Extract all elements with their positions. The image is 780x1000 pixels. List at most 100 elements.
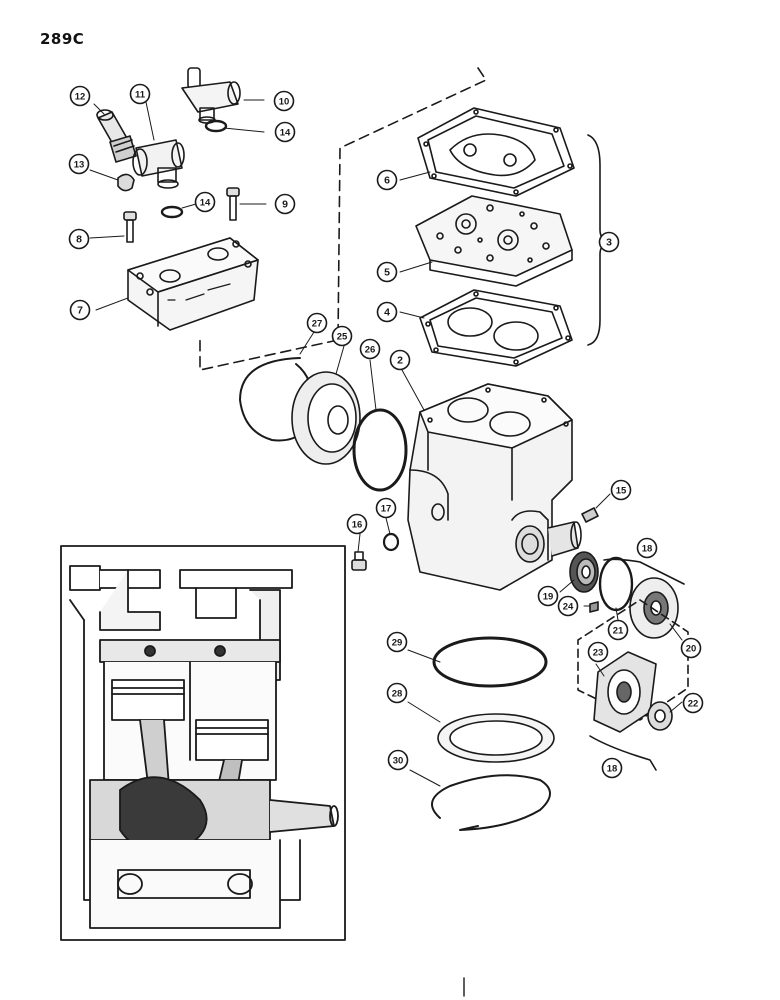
callout-circle	[610, 479, 632, 501]
callout-label: 19	[543, 592, 554, 603]
part-30-snap-ring	[431, 774, 551, 831]
callout-label: 26	[365, 345, 376, 356]
callout-circle	[376, 301, 398, 323]
callout-14: 14	[274, 121, 296, 143]
callout-circle	[680, 637, 702, 659]
callout-circle	[387, 749, 409, 771]
part-11-tee-fitting	[132, 139, 185, 189]
callout-circle	[68, 153, 90, 175]
callout-circle	[376, 261, 398, 283]
callout-circle	[129, 83, 151, 105]
callout-circle	[331, 325, 353, 347]
callout-circle	[346, 513, 368, 535]
callout-circle	[537, 585, 559, 607]
callout-18: 18	[636, 537, 658, 559]
part-9-bolt	[226, 187, 240, 221]
callout-circle	[306, 312, 328, 334]
callout-label: 20	[686, 644, 697, 655]
callout-circle	[194, 191, 216, 213]
dashed-group-outline	[199, 67, 487, 371]
callout-label: 6	[384, 175, 390, 187]
callout-23: 23	[587, 641, 609, 663]
callout-label: 10	[279, 97, 290, 108]
callout-circle	[557, 595, 579, 617]
callout-circle	[376, 169, 398, 191]
callout-4: 4	[376, 301, 398, 323]
callout-7: 7	[69, 299, 91, 321]
dashed-group-seal	[577, 599, 689, 721]
part-2-crankcase	[407, 383, 582, 591]
callout-10: 10	[273, 90, 295, 112]
callout-27: 27	[306, 312, 328, 334]
callout-circle	[607, 619, 629, 641]
callout-label: 2	[397, 355, 403, 367]
callout-label: 14	[200, 198, 211, 209]
part-20-seal-cover	[629, 577, 679, 639]
part-29-oring	[432, 636, 548, 688]
part-25-seal	[291, 371, 361, 465]
callout-30: 30	[387, 749, 409, 771]
callout-label: 30	[393, 756, 404, 767]
part-17-washer	[382, 532, 400, 552]
callout-label: 12	[75, 92, 86, 103]
callout-22: 22	[682, 692, 704, 714]
callout-label: 7	[77, 305, 83, 317]
callout-label: 24	[563, 602, 574, 613]
callout-label: 8	[76, 234, 82, 246]
callout-label: 27	[312, 319, 323, 330]
callout-9: 9	[274, 193, 296, 215]
callout-15: 15	[610, 479, 632, 501]
callout-16: 16	[346, 513, 368, 535]
part-6-gasket-top	[417, 107, 575, 197]
part-4-gasket-lower	[419, 289, 573, 367]
part-21-oring	[598, 556, 634, 612]
callout-circle	[682, 692, 704, 714]
callout-label: 16	[352, 520, 363, 531]
part-8-bolt	[123, 211, 137, 243]
callout-29: 29	[386, 631, 408, 653]
callout-21: 21	[607, 619, 629, 641]
page-number: 289C	[40, 30, 85, 48]
callout-label: 22	[688, 699, 699, 710]
callout-11: 11	[129, 83, 151, 105]
callout-label: 25	[337, 332, 348, 343]
part-22-washer	[647, 701, 673, 731]
part-5-valve-plate	[415, 195, 573, 287]
callout-circle	[375, 497, 397, 519]
part-24-pin	[589, 601, 599, 613]
bracket-18-top	[603, 558, 685, 585]
part-16-plug	[351, 551, 367, 571]
callout-24: 24	[557, 595, 579, 617]
callout-circle	[386, 631, 408, 653]
part-28-gasket	[437, 713, 555, 763]
callout-label: 29	[392, 638, 403, 649]
callout-label: 15	[616, 486, 627, 497]
callout-label: 4	[384, 307, 390, 319]
part-10-fitting	[181, 67, 241, 124]
callout-label: 11	[135, 90, 146, 101]
callout-18: 18	[601, 757, 623, 779]
part-14-oring-lower	[160, 205, 184, 219]
callout-8: 8	[68, 228, 90, 250]
callout-26: 26	[359, 338, 381, 360]
callout-circle	[68, 228, 90, 250]
callout-circle	[389, 349, 411, 371]
part-14-oring-top	[204, 119, 228, 133]
callout-circle	[601, 757, 623, 779]
callout-3: 3	[598, 231, 620, 253]
part-23-plate	[593, 651, 657, 733]
callout-circle	[386, 682, 408, 704]
callout-20: 20	[680, 637, 702, 659]
part-26-oring	[352, 408, 408, 492]
callout-label: 3	[606, 237, 612, 249]
callout-circle	[274, 193, 296, 215]
callout-circle	[69, 85, 91, 107]
callout-label: 13	[74, 160, 85, 171]
part-13-cap	[117, 173, 135, 192]
callout-label: 9	[282, 199, 288, 211]
callout-label: 23	[593, 648, 604, 659]
callout-circle	[636, 537, 658, 559]
callout-2: 2	[389, 349, 411, 371]
